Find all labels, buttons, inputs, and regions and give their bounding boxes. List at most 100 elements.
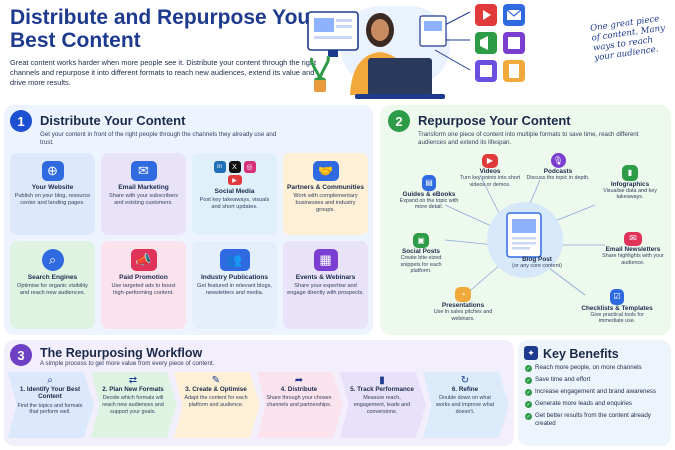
instagram-icon: ◎ [243,161,256,173]
step-title: 3. Create & Optimise [185,386,247,393]
node-presentations[interactable]: ◔ Presentations Use in sales pitches and… [432,284,494,322]
benefits-section [518,340,671,446]
social-icons: in X ◎ [196,161,273,173]
card-partners-communities[interactable]: 🤝 Partners & Communities Work with compl… [283,153,368,235]
card-desc: Use targeted ads to boost high-performin… [111,283,176,296]
benefit-text: Get better results from the content alre… [535,412,651,427]
card-desc: Share your expertise and engage directly… [287,283,364,296]
page-subtitle: Great content works harder when more peo… [10,58,317,87]
checklist-icon: ☑ [610,288,624,305]
calendar-icon: ▦ [313,249,338,271]
step-desc: Find the topics and formats that perform… [17,402,83,416]
benefit-item: ✓Increase engagement and brand awareness [525,388,667,396]
section-number-badge: 3 [10,344,32,366]
card-title: Industry Publications [200,274,269,281]
node-title: Presentations [441,302,485,309]
node-desc: Expand on the topic with more detail. [399,197,459,211]
card-email-marketing[interactable]: ✉ Email Marketing Share with your subscr… [101,153,186,235]
envelope-icon: ✉ [130,161,157,181]
card-events-webinars[interactable]: ▦ Events & Webinars Share your expertise… [283,241,368,329]
benefit-text: Generate more leads and enquiries [535,400,632,407]
star-icon: ✦ [524,346,538,360]
node-podcasts[interactable]: 🎙 Podcasts Discuss the topic in depth. [525,150,591,182]
handshake-icon: 🤝 [312,161,339,181]
card-title: Partners & Communities [287,184,364,191]
step-title: 2. Plan New Formats [102,386,164,393]
workflow-step [174,372,260,438]
node-title: Checklists & Templates [581,304,653,312]
node-title: Email Newsletters [605,246,661,253]
node-guides-ebooks[interactable]: ▤ Guides & eBooks Expand on the topic wi… [398,172,460,211]
card-desc: Publish on your blog, resource center an… [14,193,91,206]
card-desc: Optimise for organic visibility and reac… [17,283,88,296]
card-title: Social Media [214,188,255,195]
step-title: 5. Track Performance [350,386,414,393]
node-desc: Discuss the topic in depth. [526,175,590,181]
card-title: Paid Promotion [119,274,168,281]
section-title: Repurpose Your Content [418,113,571,128]
benefits-title: Key Benefits [543,347,619,361]
benefit-item: ✓Get better results from the content alr… [525,412,667,428]
node-social-posts[interactable]: ▣ Social Posts Create bite-sized snippet… [392,230,450,275]
center-node-blog-post: Blog Post (or any core content) [505,256,569,270]
section-title: Distribute Your Content [40,113,186,128]
workflow-step [8,372,94,438]
magnifier-icon: ⌕ [41,249,64,271]
microphone-icon: 🎙 [550,153,566,168]
ebook-icon: ▤ [422,174,436,191]
x-icon: X [228,161,241,173]
benefit-text: Save time and effort [535,376,591,383]
card-industry-publications[interactable]: 👥 Industry Publications Get featured in … [192,241,277,329]
node-desc: Give practical tools for immediate use. [590,311,644,325]
section-description: Get your content in front of the right p… [40,131,277,146]
laptop-icon [368,58,432,96]
card-your-website[interactable]: ⊕ Your Website Publish on your blog, res… [10,153,95,235]
node-checklists-templates[interactable]: ☑ Checklists & Templates Give practical … [578,286,656,325]
section-description: A simple process to get more value from … [40,360,215,367]
step-title: 4. Distribute [280,386,318,393]
node-desc: Share highlights with your audience. [602,253,664,266]
node-infographics[interactable]: ▮ Infographics Visualise data and key ta… [595,162,665,201]
node-title: Social Posts [401,248,440,255]
node-title: Videos [479,168,501,175]
refresh-icon: ↻ [460,375,470,386]
card-title: Email Marketing [118,184,169,191]
card-desc: Get featured in relevant blogs, newslett… [197,283,272,296]
card-desc: Post key takeaways, visuals and short up… [199,197,270,210]
page-title: Distribute and Repurpose Your Best Conte… [10,6,319,52]
check-icon: ✓ [525,401,532,408]
pencil-icon: ✎ [211,375,221,386]
check-icon: ✓ [525,377,532,384]
card-desc: Share with your subscribers and existing… [108,193,179,206]
hero-illustration [307,4,525,99]
section-title: The Repurposing Workflow [40,346,203,360]
video-icon: ▶ [482,153,498,168]
node-desc: Use in sales pitches and webinars. [433,309,493,322]
workflow-step [423,372,509,438]
step-desc: Adapt the content for each platform and … [184,395,248,408]
node-email-newsletters[interactable]: ✉ Email Newsletters Share highlights wit… [598,228,668,266]
card-social-media[interactable]: in X ◎ ▶ Social Media Post key takeaways… [192,153,277,235]
check-icon: ✓ [525,389,532,396]
presentation-icon: ◔ [455,287,471,302]
workflow-step [91,372,177,438]
benefit-text: Reach more people, on more channels [535,364,642,371]
linkedin-icon: in [213,161,226,173]
megaphone-icon: 📣 [130,249,157,271]
card-search-engines[interactable]: ⌕ Search Engines Optimise for organic vi… [10,241,95,329]
node-videos[interactable]: ▶ Videos Turn key points into short vide… [455,150,525,188]
check-icon: ✓ [525,365,532,372]
flow-icon: ⇄ [128,375,138,386]
benefit-item: ✓Generate more leads and enquiries [525,400,667,408]
benefits-list: ✓Reach more people, on more channels ✓Sa… [525,364,667,428]
step-desc: Share through your chosen channels and p… [266,395,332,408]
card-paid-promotion[interactable]: 📣 Paid Promotion Use targeted ads to boo… [101,241,186,329]
workflow-step [340,372,426,438]
card-title: Your Website [31,184,74,191]
chart-icon: ▮ [379,375,385,386]
